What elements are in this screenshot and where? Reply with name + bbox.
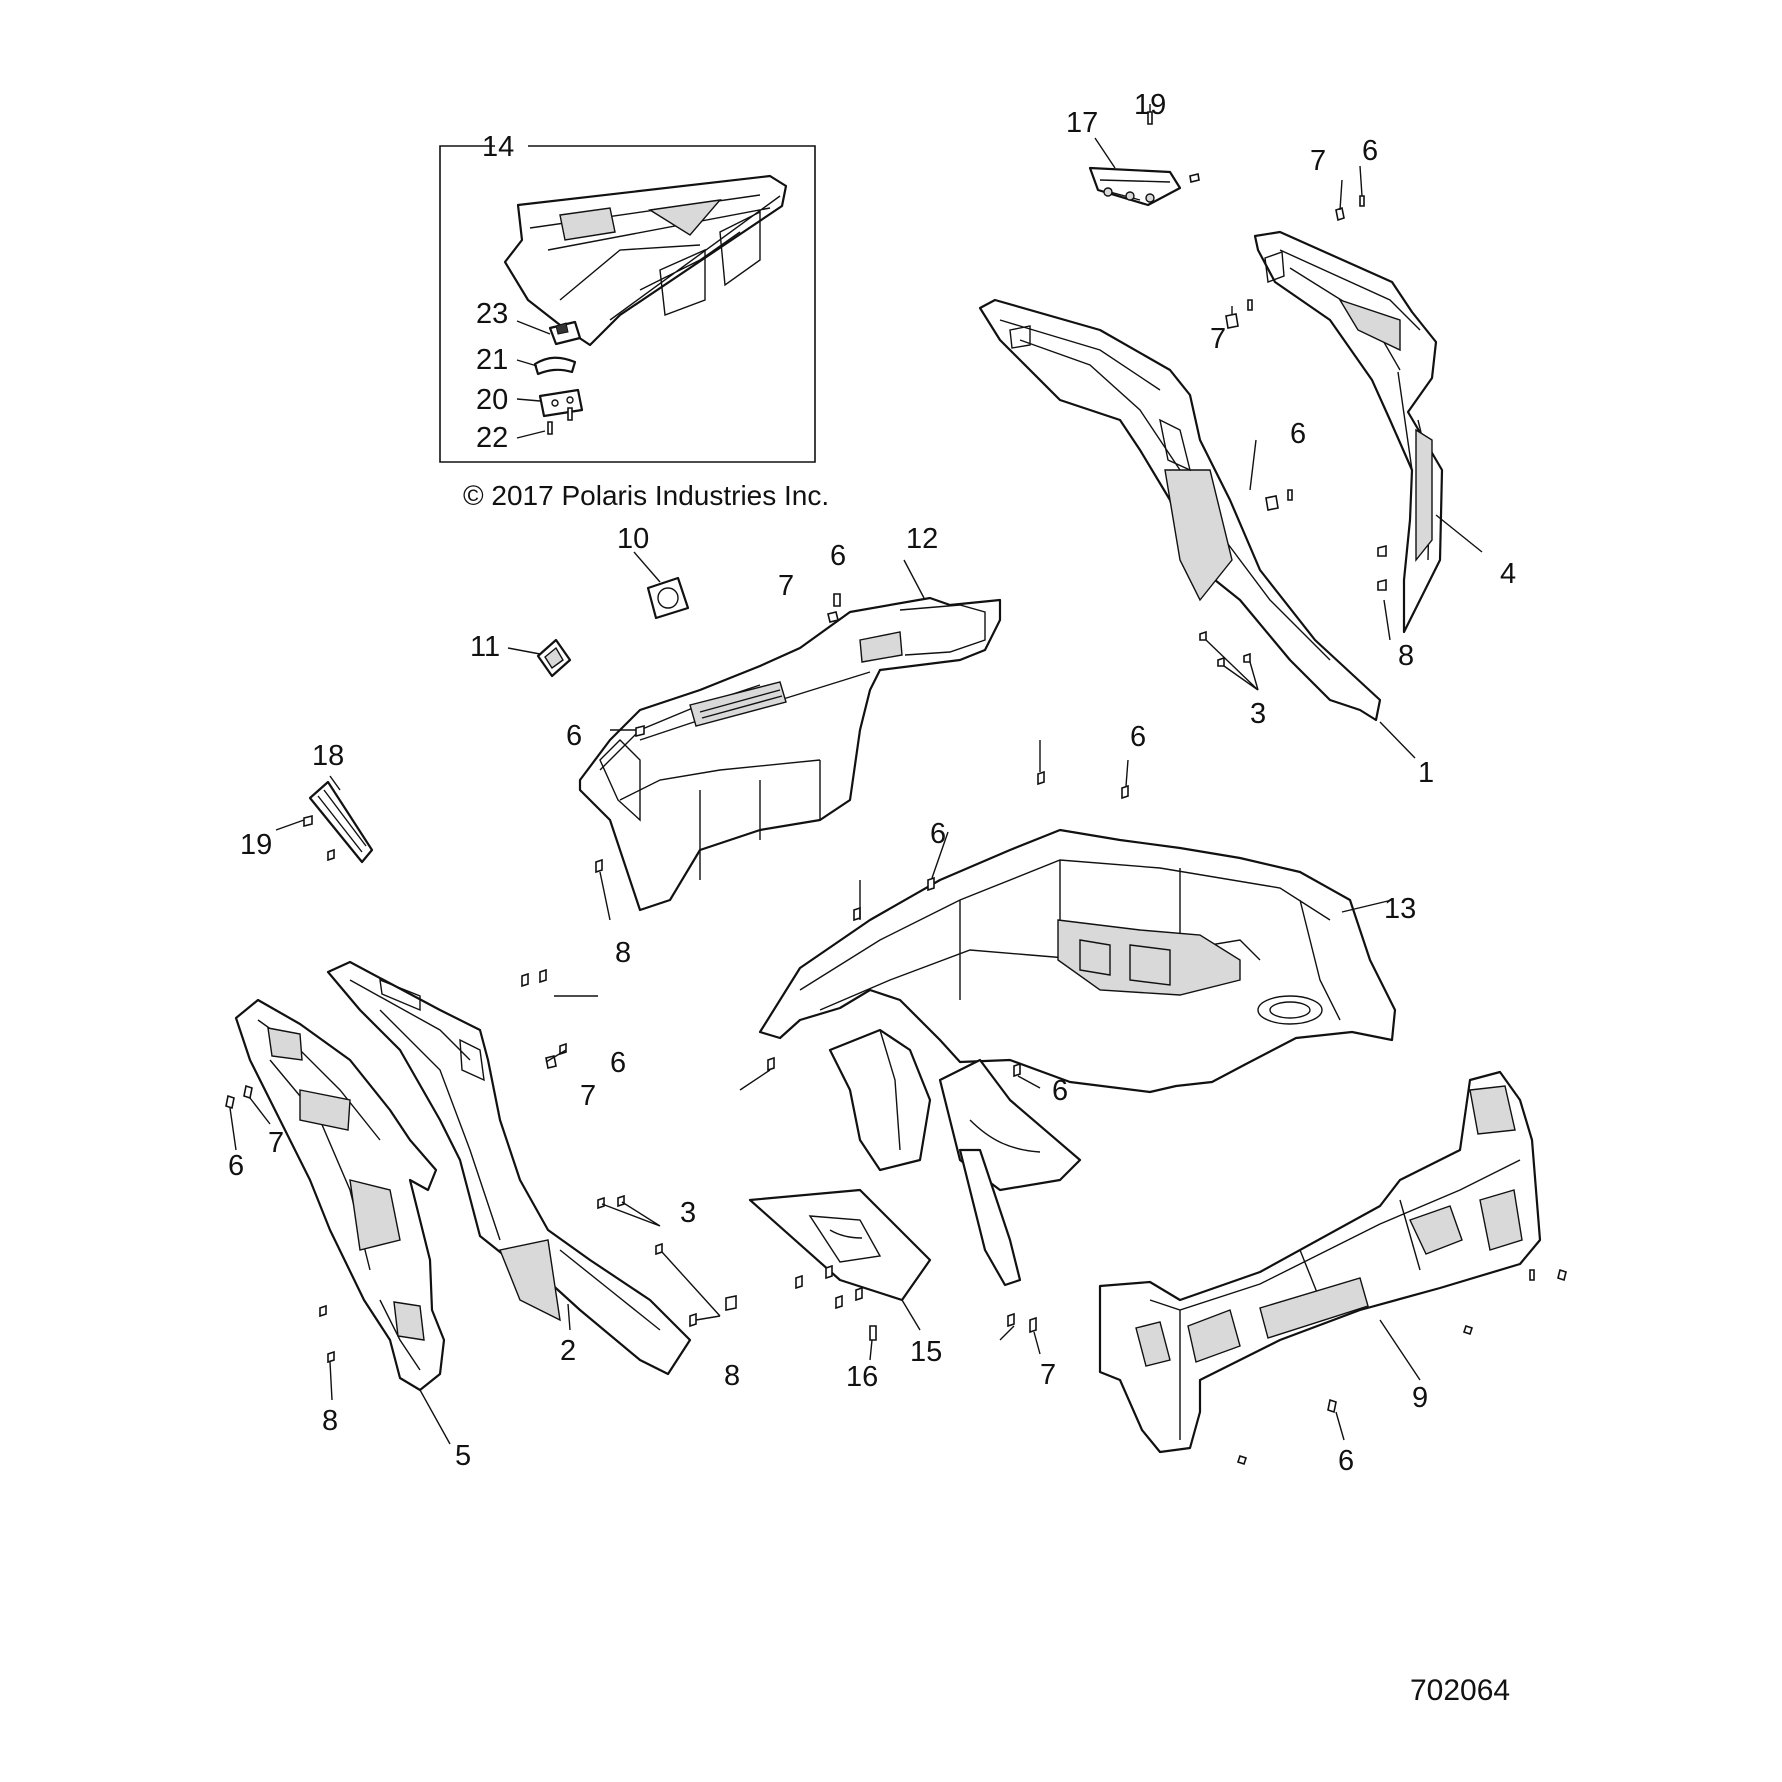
callout-16: 16 [846,1361,878,1393]
callout-23: 23 [476,298,508,330]
callout-19: 19 [240,829,272,861]
callout-6: 6 [610,1047,626,1079]
callout-6: 6 [1130,721,1146,753]
callout-12: 12 [906,523,938,555]
callout-7: 7 [1210,323,1226,355]
callout-8: 8 [322,1405,338,1437]
callout-6: 6 [830,540,846,572]
part-1-side-panel-right [978,298,1416,759]
fasteners-right-cluster [1199,165,1391,691]
callout-7: 7 [1310,145,1326,177]
part-17-bracket [1088,104,1200,207]
callouts: 1 2 3 3 4 5 6 6 6 6 6 6 6 6 6 6 7 7 7 7 … [228,89,1516,1477]
callout-20: 20 [476,384,508,416]
callout-8: 8 [724,1360,740,1392]
callout-6: 6 [1290,418,1306,450]
kit-14-box [439,145,816,463]
callout-14: 14 [482,131,514,163]
callout-19: 19 [1134,89,1166,121]
callout-3: 3 [680,1197,696,1229]
part-10-plate [633,551,690,620]
callout-11: 11 [470,631,500,663]
copyright-notice: © 2017 Polaris Industries Inc. [463,480,829,511]
drawing-number: 702064 [1410,1674,1510,1707]
callout-10: 10 [617,523,649,555]
callout-7: 7 [580,1080,596,1112]
callout-18: 18 [312,740,344,772]
callout-4: 4 [1500,558,1516,590]
part-13-cargo-box [758,828,1397,1287]
callout-6: 6 [566,720,582,752]
callout-2: 2 [560,1335,576,1367]
callout-9: 9 [1412,1382,1428,1414]
part-11-plate [507,638,572,678]
callout-7: 7 [268,1127,284,1159]
callout-7: 7 [778,570,794,602]
part-15-floor-panel [748,1188,932,1361]
callout-6: 6 [1362,135,1378,167]
part-5-rear-panel-left [225,998,451,1445]
callout-15: 15 [910,1336,942,1368]
callout-22: 22 [476,422,508,454]
callout-5: 5 [455,1440,471,1472]
part-12-front-console [578,559,1002,912]
callout-13: 13 [1384,893,1416,925]
part-4-rear-panel-right [1253,230,1483,634]
callout-6: 6 [930,818,946,850]
callout-6: 6 [228,1150,244,1182]
callout-3: 3 [1250,698,1266,730]
callout-8: 8 [615,937,631,969]
fasteners-center-cluster [521,593,1129,1355]
callout-1: 1 [1418,757,1434,789]
part-18-bracket [275,775,374,864]
callout-8: 8 [1398,640,1414,672]
callout-6: 6 [1052,1075,1068,1107]
callout-6: 6 [1338,1445,1354,1477]
part-2-side-panel-left [326,960,692,1376]
callout-21: 21 [476,344,508,376]
callout-17: 17 [1066,107,1098,139]
part-9-rear-panel [1098,1070,1567,1466]
callout-7: 7 [1040,1359,1056,1391]
